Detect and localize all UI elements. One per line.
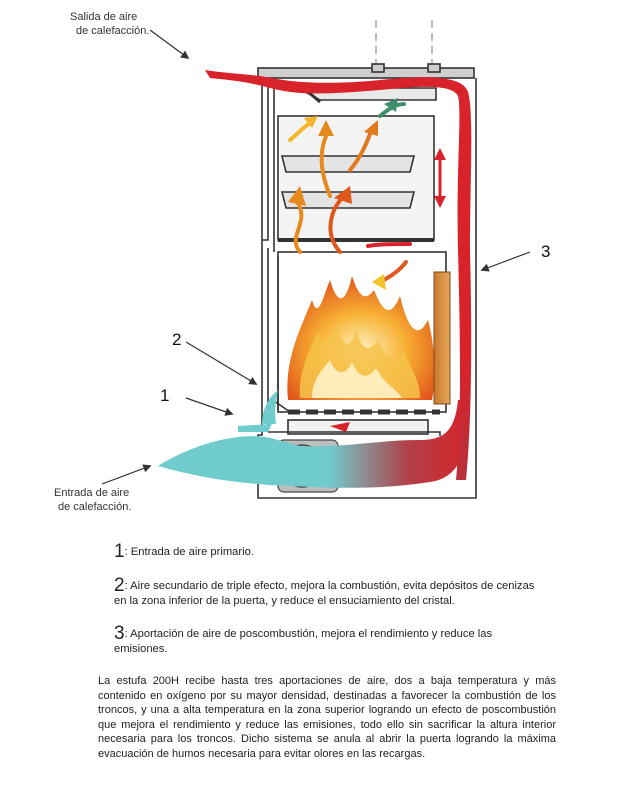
- note-1-text: : Entrada de aire primario.: [124, 546, 254, 558]
- firebox-side-panel: [433, 271, 451, 405]
- note-1-number: 1: [114, 541, 125, 562]
- callout-number-3: 3: [541, 242, 551, 261]
- inlet-label-line2: de calefacción.: [58, 501, 132, 513]
- outlet-label-line2: de calefacción.: [76, 25, 150, 37]
- note-2-text: : Aire secundario de triple efecto, mejo…: [124, 580, 535, 592]
- cold-air-inlet-flow: [158, 400, 470, 488]
- outlet-label-line1: Salida de aire: [70, 11, 138, 23]
- note-3-number: 3: [114, 623, 125, 644]
- stove-airflow-diagram: [101, 20, 531, 499]
- note-3: 3: Aportación de aire de poscombustión, …: [114, 623, 493, 657]
- internal-flow-arrowheads: [288, 98, 446, 290]
- callout-pointers: [101, 29, 531, 485]
- note-3-text-line2: emisiones.: [114, 643, 168, 655]
- note-2-number: 2: [114, 575, 125, 596]
- stove-body: [257, 63, 477, 499]
- note-2: 2: Aire secundario de triple efecto, mej…: [114, 575, 535, 609]
- primary-air-flow: [238, 424, 272, 432]
- primary-air-arrow: [330, 422, 350, 432]
- callout-number-2: 2: [172, 330, 182, 349]
- fire: [287, 276, 435, 400]
- description-paragraph: La estufa 200H recibe hasta tres aportac…: [98, 675, 556, 760]
- note-3-text: : Aportación de aire de poscombustión, m…: [124, 628, 493, 640]
- callout-number-1: 1: [160, 386, 170, 405]
- note-1: 1: Entrada de aire primario.: [114, 541, 254, 562]
- inlet-label-line1: Entrada de aire: [54, 487, 130, 499]
- note-2-text-line2: en la zona inferior de la puerta, y redu…: [114, 595, 455, 607]
- secondary-air-flow: [262, 390, 278, 424]
